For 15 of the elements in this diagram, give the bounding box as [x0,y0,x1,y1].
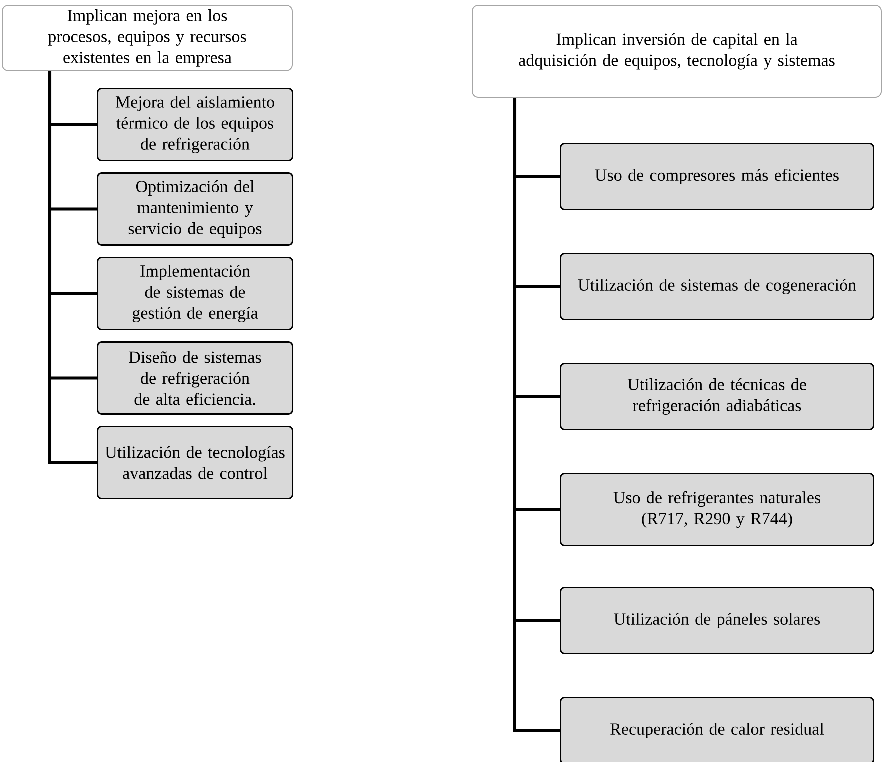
connector-line [48,71,97,464]
item-box: Implementación de sistemas de gestión de energía [97,257,294,330]
item-box: Optimización del mantenimiento y servicio de equipos [97,172,294,246]
item-box: Utilización de páneles solares [560,587,874,654]
item-box: Diseño de sistemas de refrigeración de alta eficiencia. [97,342,294,415]
item-box: Utilización de sistemas de cogeneración [560,253,874,320]
item-box: Uso de refrigerantes naturales (R717, R290 y R744) [560,473,874,546]
item-box: Recuperación de calor residual [560,697,874,762]
item-box: Utilización de técnicas de refrigeración adiabáticas [560,363,874,430]
item-box: Uso de compresores más eficientes [560,143,874,210]
item-box: Mejora del aislamiento térmico de los equipos de refrigeración [97,88,294,162]
header-box: Implican mejora en los procesos, equipos y recursos existentes en la empresa [2,5,293,72]
item-box: Utilización de tecnologías avanzadas de control [97,426,294,500]
header-box: Implican inversión de capital en la adquisición de equipos, tecnología y sistemas [472,5,882,98]
connector-line [514,98,560,732]
